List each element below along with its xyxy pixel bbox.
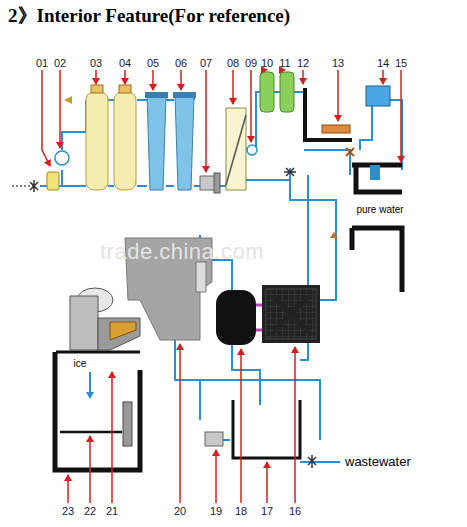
callout-number: 18 [235, 505, 247, 517]
callout-number: 08 [227, 57, 239, 69]
callout-number: 22 [84, 505, 96, 517]
outlet-label: wastewater [345, 455, 411, 469]
heading: 2》Interior Feature(For reference) [8, 6, 290, 27]
callout-number: 23 [62, 505, 74, 517]
callout-number: 13 [332, 57, 344, 69]
callout-number: 01 [36, 57, 48, 69]
callout-number: 02 [54, 57, 66, 69]
callout-number: 07 [200, 57, 212, 69]
callout-number: 03 [90, 57, 102, 69]
callout-number: 12 [297, 57, 309, 69]
callout-number: 20 [174, 505, 186, 517]
callout-number: 11 [279, 57, 290, 69]
callout-number: 14 [377, 57, 389, 69]
watermark: trade.china.com [100, 240, 264, 264]
callout-number: 15 [395, 57, 407, 69]
callout-number: 06 [175, 57, 187, 69]
callout-number: 05 [147, 57, 159, 69]
callout-number: 09 [245, 57, 257, 69]
tank-label: ice [74, 358, 87, 369]
callout-number: 19 [210, 505, 222, 517]
callout-number: 10 [261, 57, 273, 69]
tank-label: pure water [356, 204, 403, 215]
callout-number: 21 [106, 505, 118, 517]
callout-number: 04 [119, 57, 131, 69]
callout-number: 16 [289, 505, 301, 517]
callout-number: 17 [261, 505, 273, 517]
